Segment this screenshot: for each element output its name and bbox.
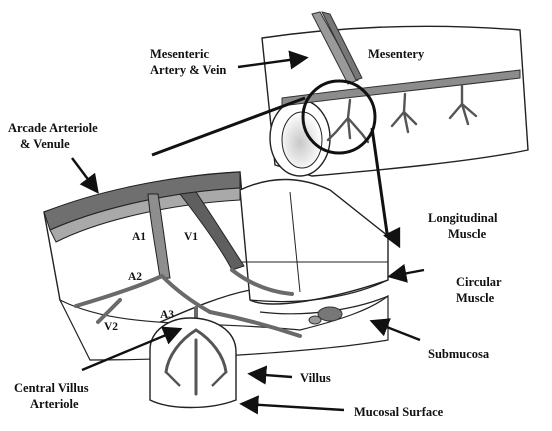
label-v1: V1 <box>184 231 198 243</box>
label-arcade-line2: & Venule <box>20 137 70 151</box>
intestine-loop-cross-section <box>270 100 330 176</box>
label-central-villus-line1: Central Villus <box>14 381 89 395</box>
label-mesentery: Mesentery <box>368 47 425 61</box>
label-a1: A1 <box>132 231 146 243</box>
label-circular-line2: Muscle <box>456 291 495 305</box>
label-mesenteric-line1: Mesenteric <box>150 47 209 61</box>
label-longitudinal-line1: Longitudinal <box>428 211 498 225</box>
villus-structure <box>150 318 236 408</box>
label-submucosa: Submucosa <box>428 347 490 361</box>
label-a2: A2 <box>128 271 142 283</box>
label-mesenteric-line2: Artery & Vein <box>150 63 226 77</box>
label-a3: A3 <box>160 309 174 321</box>
label-villus: Villus <box>300 371 331 385</box>
label-longitudinal-line2: Muscle <box>448 227 487 241</box>
label-mucosal-surface: Mucosal Surface <box>354 405 444 419</box>
label-v2: V2 <box>104 321 118 333</box>
label-circular-line1: Circular <box>456 275 502 289</box>
label-arcade-line1: Arcade Arteriole <box>8 121 98 135</box>
label-central-villus-line2: Arteriole <box>30 397 79 411</box>
